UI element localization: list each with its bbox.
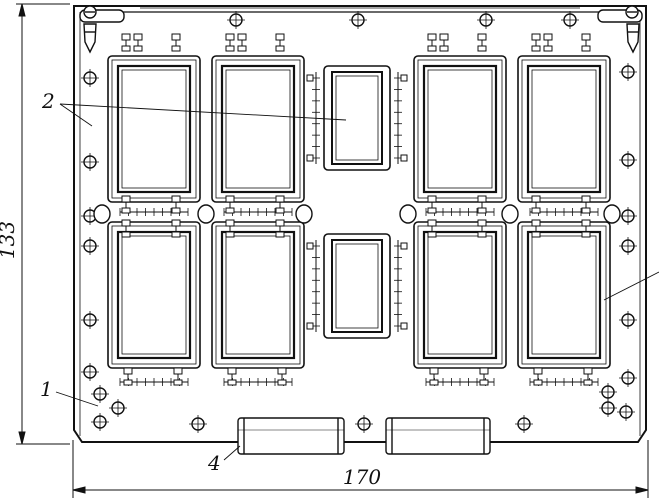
- clip: [531, 195, 541, 214]
- chip-module: [107, 55, 201, 203]
- clip: [439, 33, 449, 52]
- clip: [583, 367, 593, 386]
- mounting-hole: [349, 11, 367, 29]
- clip: [275, 195, 285, 214]
- clip: [477, 195, 487, 214]
- mounting-hole: [81, 363, 99, 381]
- dimension-width: [72, 440, 649, 498]
- chip-modules: [107, 55, 611, 369]
- clip: [531, 33, 541, 52]
- mounting-hole: [81, 237, 99, 255]
- mounting-hole: [619, 237, 637, 255]
- clip: [173, 367, 183, 386]
- clip: [171, 219, 181, 238]
- mounting-hole: [109, 399, 127, 417]
- callout-2-label: 2: [41, 89, 55, 113]
- clip: [225, 219, 235, 238]
- board-outline: [73, 5, 647, 443]
- mounting-hole: [355, 415, 373, 433]
- clip: [277, 367, 287, 386]
- mounting-hole: [619, 207, 637, 225]
- clip: [427, 219, 437, 238]
- mounting-hole: [515, 415, 533, 433]
- clip: [429, 367, 439, 386]
- spacer-bead: [197, 204, 215, 224]
- clip: [581, 195, 591, 214]
- chip-module: [517, 221, 611, 369]
- mounting-hole: [619, 151, 637, 169]
- callout-1-leader: [55, 391, 99, 407]
- mounting-hole: [81, 207, 99, 225]
- clip: [427, 195, 437, 214]
- center-module: [306, 233, 408, 339]
- spacer-bead: [603, 204, 621, 224]
- guide-pin-left: [79, 5, 125, 54]
- clip: [225, 33, 235, 52]
- center-modules: [306, 65, 408, 339]
- mounting-hole: [599, 399, 617, 417]
- edge-connector-left: [237, 417, 345, 455]
- chip-module: [107, 221, 201, 369]
- mounting-hole: [477, 11, 495, 29]
- clip: [133, 33, 143, 52]
- mounting-hole: [81, 69, 99, 87]
- mounting-hole: [227, 11, 245, 29]
- clip: [581, 219, 591, 238]
- spacer-bead: [295, 204, 313, 224]
- chip-module: [413, 55, 507, 203]
- module-clips: [93, 33, 621, 386]
- clip: [225, 195, 235, 214]
- callout-4-label: 4: [207, 451, 221, 475]
- clip: [121, 219, 131, 238]
- clip: [121, 33, 131, 52]
- callout-4-leader: [223, 445, 241, 461]
- mounting-hole: [619, 63, 637, 81]
- clip: [533, 367, 543, 386]
- clip: [227, 367, 237, 386]
- chip-module: [211, 221, 305, 369]
- clip: [171, 33, 181, 52]
- clip: [477, 219, 487, 238]
- dim-height-label: 133: [0, 221, 19, 259]
- mounting-hole: [619, 369, 637, 387]
- clip: [275, 33, 285, 52]
- clip: [479, 367, 489, 386]
- mounting-hole: [81, 311, 99, 329]
- clip: [581, 33, 591, 52]
- callout-right-leader: [603, 271, 659, 301]
- spacer-bead: [501, 204, 519, 224]
- center-module: [306, 65, 408, 171]
- guide-pin-right: [597, 5, 643, 54]
- chip-module: [517, 55, 611, 203]
- mounting-hole: [91, 385, 109, 403]
- dim-width-label: 170: [343, 465, 381, 489]
- clip: [531, 219, 541, 238]
- mounting-hole: [189, 415, 207, 433]
- callout-2-leaders: [59, 103, 347, 127]
- clip: [121, 195, 131, 214]
- chip-module: [211, 55, 305, 203]
- clip: [427, 33, 437, 52]
- mounting-hole: [81, 153, 99, 171]
- clip: [171, 195, 181, 214]
- mounting-hole: [617, 403, 635, 421]
- clip: [275, 219, 285, 238]
- mounting-hole: [561, 11, 579, 29]
- spacer-bead: [93, 204, 111, 224]
- chip-module: [413, 221, 507, 369]
- edge-connector-right: [385, 417, 491, 455]
- mounting-hole: [599, 383, 617, 401]
- clip: [543, 33, 553, 52]
- clip: [123, 367, 133, 386]
- spacer-bead: [399, 204, 417, 224]
- mounting-holes: [81, 11, 637, 433]
- mounting-hole: [91, 413, 109, 431]
- dimension-height: [16, 3, 70, 445]
- callout-1-label: 1: [40, 377, 53, 401]
- clip: [477, 33, 487, 52]
- clip: [237, 33, 247, 52]
- mounting-hole: [619, 311, 637, 329]
